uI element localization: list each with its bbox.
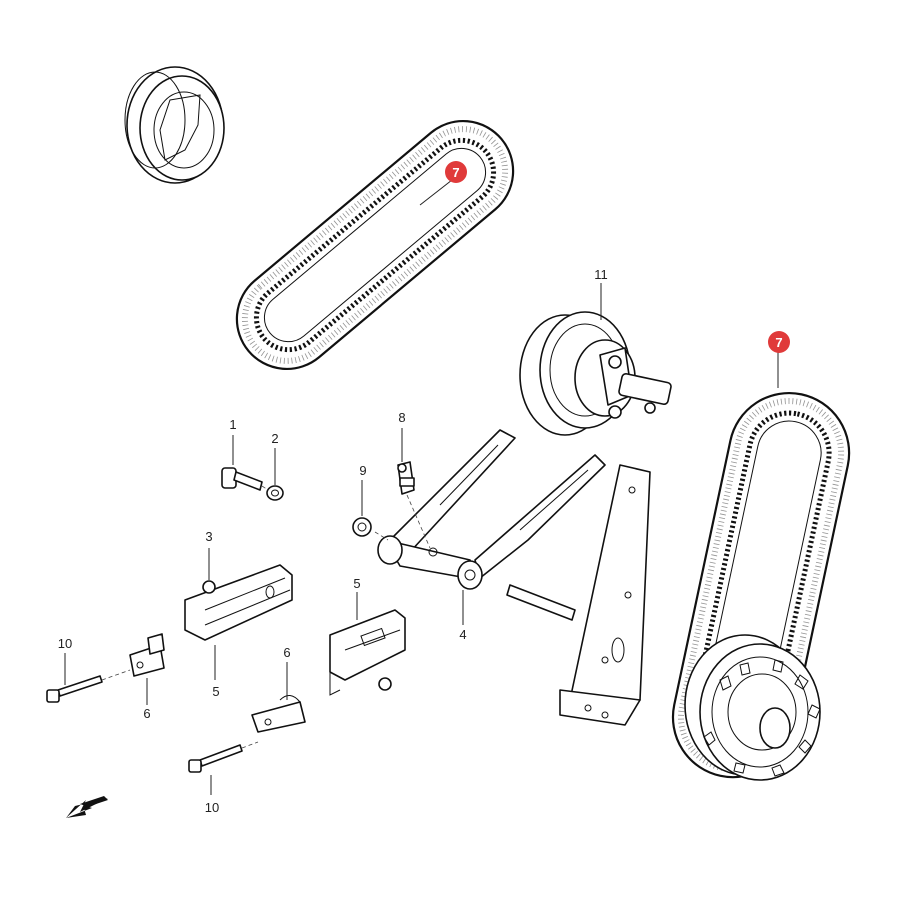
badge-item-7-right[interactable]: 7: [768, 331, 790, 353]
bolt-item-1: [221, 467, 263, 491]
callout-1: 1: [229, 417, 236, 432]
toothed-belt-top: [235, 119, 515, 371]
clip-item-6-left: [129, 633, 165, 677]
callout-4: 4: [459, 627, 466, 642]
drive-sprocket: [684, 634, 821, 781]
callout-2: 2: [271, 431, 278, 446]
callout-3: 3: [205, 529, 212, 544]
callout-11: 11: [594, 267, 608, 282]
pulley-top-left: [124, 66, 225, 184]
callout-6-lower: 6: [283, 645, 290, 660]
callout-9: 9: [359, 463, 366, 478]
callout-5-center: 5: [353, 576, 360, 591]
washer-item-2: [266, 485, 284, 501]
callout-10-upper: 10: [58, 636, 72, 651]
washer-item-9: [352, 517, 372, 537]
direction-arrow-icon: [66, 796, 108, 818]
tensioner-pulley: [519, 311, 672, 436]
callout-5-left: 5: [212, 684, 219, 699]
bracket-item-5-left: [184, 564, 293, 641]
bracket-item-5-center: [329, 609, 406, 696]
mounting-bracket: [506, 464, 651, 726]
clip-item-6-lower: [251, 695, 306, 733]
assembly-guides: [101, 485, 431, 749]
callout-leaders: [64, 179, 779, 795]
callout-8: 8: [398, 410, 405, 425]
badge-item-7-top[interactable]: 7: [445, 161, 467, 183]
callout-6-left: 6: [143, 706, 150, 721]
bolt-item-10-upper: [46, 675, 103, 703]
callout-10-lower: 10: [205, 800, 219, 815]
svg-text:7: 7: [775, 335, 782, 350]
bolt-item-10-lower: [188, 744, 243, 773]
callout-labels: 1 2 3 4 5 5 6 6 8 9 10 10 11: [58, 267, 608, 815]
grease-nipple-item-8: [397, 461, 415, 495]
svg-text:7: 7: [452, 165, 459, 180]
tension-arm-item-4: [377, 429, 606, 590]
